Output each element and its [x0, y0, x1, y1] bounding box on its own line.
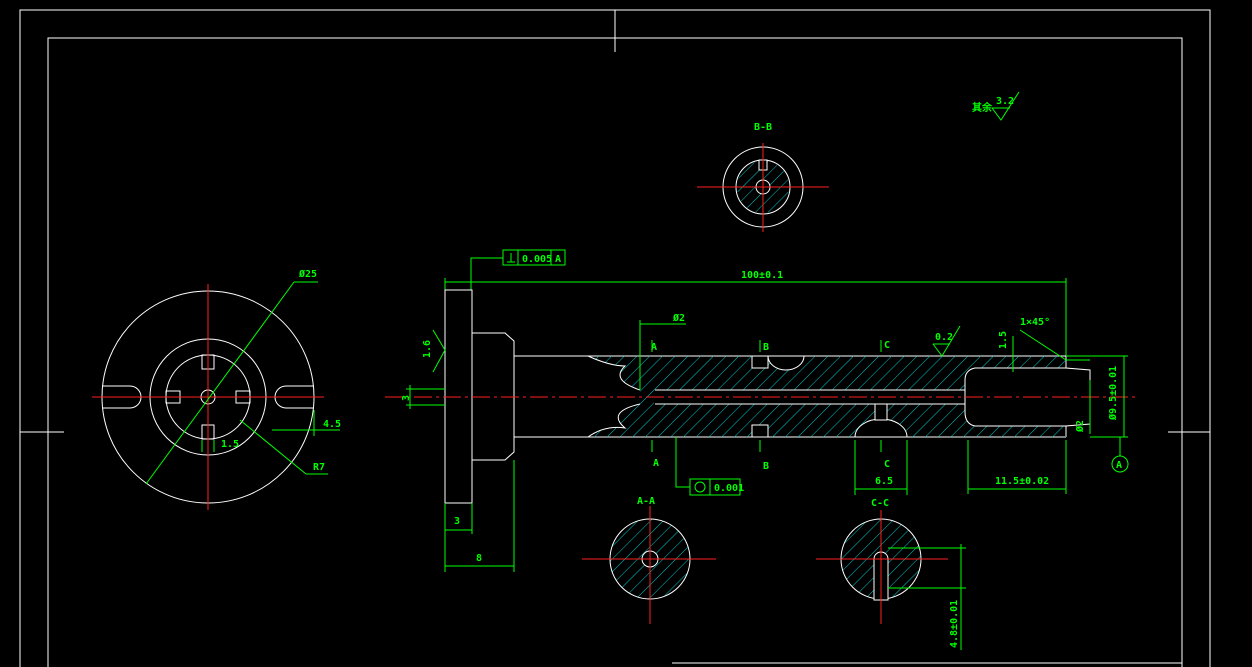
finish-label: 其余	[972, 101, 993, 114]
cut-b-bottom: B	[763, 461, 769, 472]
hole-offset: 3	[401, 395, 412, 401]
chamfer-len: 1.5	[998, 331, 1009, 349]
overall-length: 100±0.1	[741, 270, 783, 281]
section-aa-label: A-A	[637, 496, 655, 507]
slot-width-label: 1.5	[221, 439, 239, 450]
roughness-value: 0.2	[935, 332, 953, 343]
end-view: Ø25 1.5 4.5 R7	[92, 268, 341, 510]
flange-thk: 3	[454, 516, 460, 527]
section-bb-view: B-B	[697, 122, 829, 232]
flange-roughness: 1.6	[422, 340, 433, 358]
main-view: 0.005 A 100±0.1 A A	[385, 249, 1135, 572]
head-len: 8	[476, 553, 482, 564]
sheet-frame	[19, 9, 1211, 667]
cut-b-top: B	[763, 342, 769, 353]
slot-pos: 6.5	[875, 476, 893, 487]
shaft-dia: Ø9.5±0.01	[1107, 366, 1119, 421]
perp-datum: A	[555, 254, 561, 265]
end-hole-dia: Ø2	[1074, 420, 1086, 433]
section-aa-view: A-A	[582, 496, 716, 624]
roundness-value: 0.001	[714, 483, 744, 494]
offset-label: 4.5	[323, 419, 341, 430]
cut-c-top: C	[884, 340, 890, 351]
datum-label: A	[1116, 460, 1122, 471]
finish-value: 3.2	[996, 96, 1014, 107]
cut-a-bottom: A	[653, 458, 659, 469]
perp-value: 0.005	[522, 254, 552, 265]
chamfer-label: 1×45°	[1020, 317, 1050, 328]
section-bb-label: B-B	[754, 122, 772, 133]
cut-c-bottom: C	[884, 459, 890, 470]
hole-dia: Ø2	[672, 312, 685, 324]
end-length: 11.5±0.02	[995, 476, 1049, 487]
section-cc-view: C-C 4.8±0.01	[816, 498, 966, 650]
cc-depth: 4.8±0.01	[949, 600, 960, 648]
radius-label: R7	[313, 462, 325, 473]
section-cc-label: C-C	[871, 498, 889, 509]
end-dia-label: Ø25	[298, 268, 317, 280]
surface-finish-note: 其余 3.2	[972, 91, 1020, 121]
cut-a-top: A	[651, 342, 657, 353]
